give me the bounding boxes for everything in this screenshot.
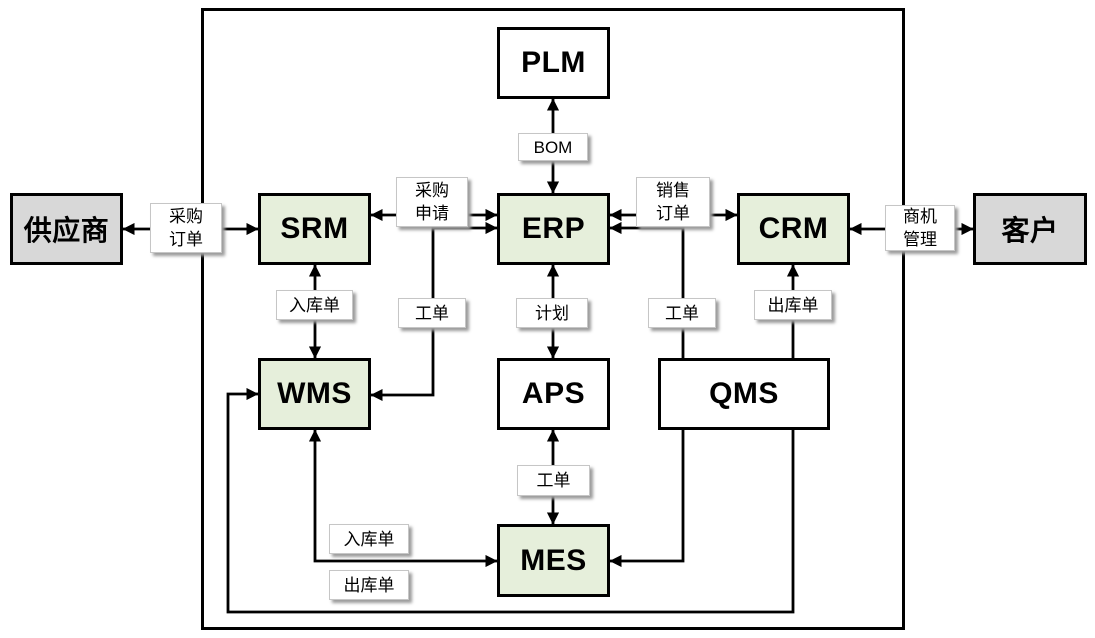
edge-label-inbound-srm-wms: 入库单 [276,290,353,320]
edge-label-work-order-erp-wms: 工单 [398,298,466,328]
edge-label-text: 订单 [656,204,690,223]
box-plm: PLM [497,27,610,99]
edge-label-work-order-qms-erp: 工单 [648,298,716,328]
edge-label-text: 入库单 [343,529,395,549]
edge-label-text: 销售 [656,181,690,200]
edge-label-text: 管理 [903,230,937,249]
edge-label-text: 出库单 [767,295,819,315]
edge-label-work-order-aps-mes: 工单 [517,465,590,496]
edge-label-text: 工单 [536,471,571,490]
edge-label-text: 采购 [169,207,203,226]
edge-label-text: 工单 [665,303,699,323]
edge-label-purchase-order: 采购 订单 [150,203,222,253]
edge-label-text: BOM [533,137,573,157]
edge-label-text: 采购 [415,181,449,200]
edge-label-text: 计划 [535,303,569,323]
edge-label-inbound-wms-mes: 入库单 [329,524,409,554]
edge-wms-mes [308,429,498,568]
box-customer: 客户 [973,193,1087,265]
edge-label-purchase-request: 采购 申请 [396,177,468,227]
edge-label-opportunity-mgmt: 商机 管理 [885,205,955,251]
edge-label-plan: 计划 [516,298,588,328]
edge-label-text: 工单 [415,303,449,323]
box-mes: MES [497,524,610,597]
diagram-outer-frame [201,8,905,630]
edge-label-text: 商机 [903,207,937,226]
edge-qms-erp [609,221,685,358]
edge-label-bom: BOM [518,133,588,161]
box-aps: APS [497,358,610,430]
edge-label-text: 出库单 [343,575,395,595]
box-crm: CRM [737,193,850,265]
box-wms: WMS [258,358,371,430]
edge-label-outbound-crm-qms: 出库单 [754,290,832,320]
box-qms: QMS [658,358,830,430]
edge-qms-wms-bottom-loop [226,387,795,614]
edge-qms-mes [609,430,685,568]
box-erp: ERP [497,193,610,265]
edge-label-text: 入库单 [289,295,340,315]
edge-label-text: 订单 [169,230,203,249]
box-srm: SRM [258,193,371,265]
edge-label-outbound-loop: 出库单 [329,570,409,600]
box-supplier: 供应商 [10,193,123,265]
edge-label-text: 申请 [415,204,449,223]
edge-label-sales-order: 销售 订单 [636,177,710,227]
